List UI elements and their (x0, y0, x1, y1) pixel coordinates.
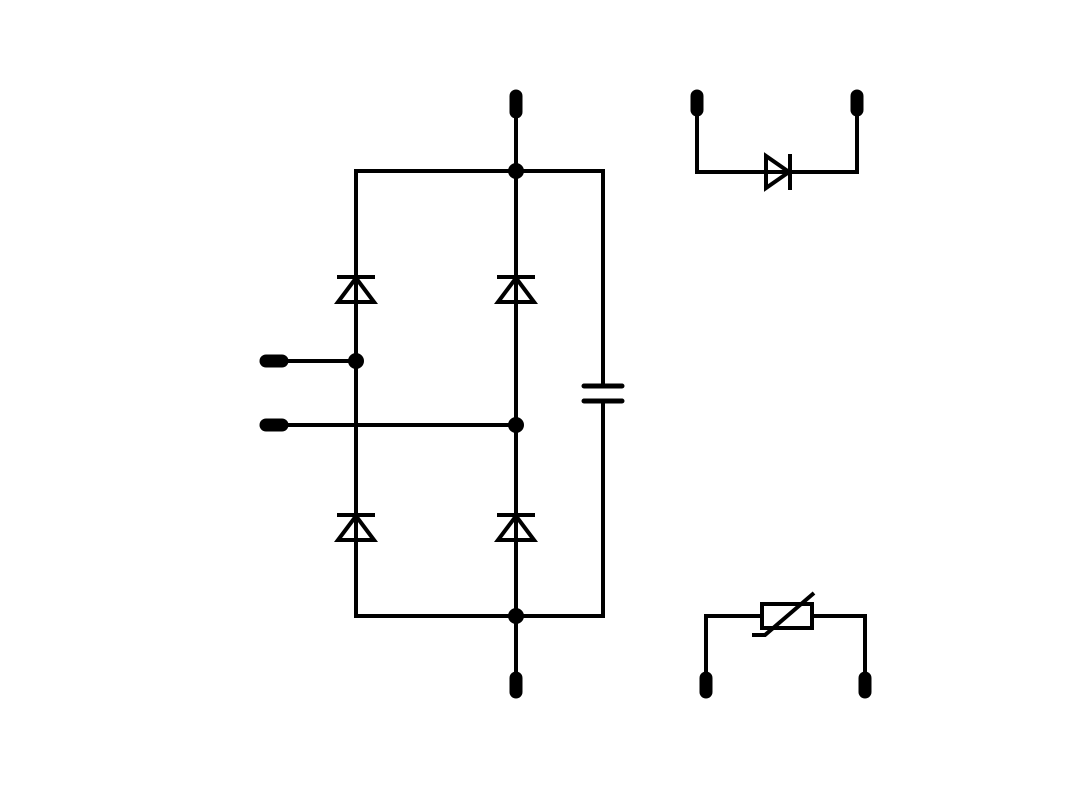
bridge-wires (270, 104, 605, 686)
capacitor-icon (581, 383, 625, 404)
bridge-terminals (259, 89, 523, 699)
junction-dot (508, 608, 524, 624)
standalone-varistor (699, 591, 872, 699)
diode-icon (494, 512, 538, 542)
diode-icon (334, 512, 378, 542)
diode-icon (494, 274, 538, 304)
varistor-icon (752, 591, 816, 637)
junction-dot (348, 353, 364, 369)
diode-icon (764, 152, 793, 192)
bridge-junction-dots (348, 163, 524, 624)
standalone-diode (690, 89, 864, 192)
junction-dot (508, 163, 524, 179)
junction-dot (508, 417, 524, 433)
diode-icon (334, 274, 378, 304)
bridge-rectifier (259, 89, 625, 699)
